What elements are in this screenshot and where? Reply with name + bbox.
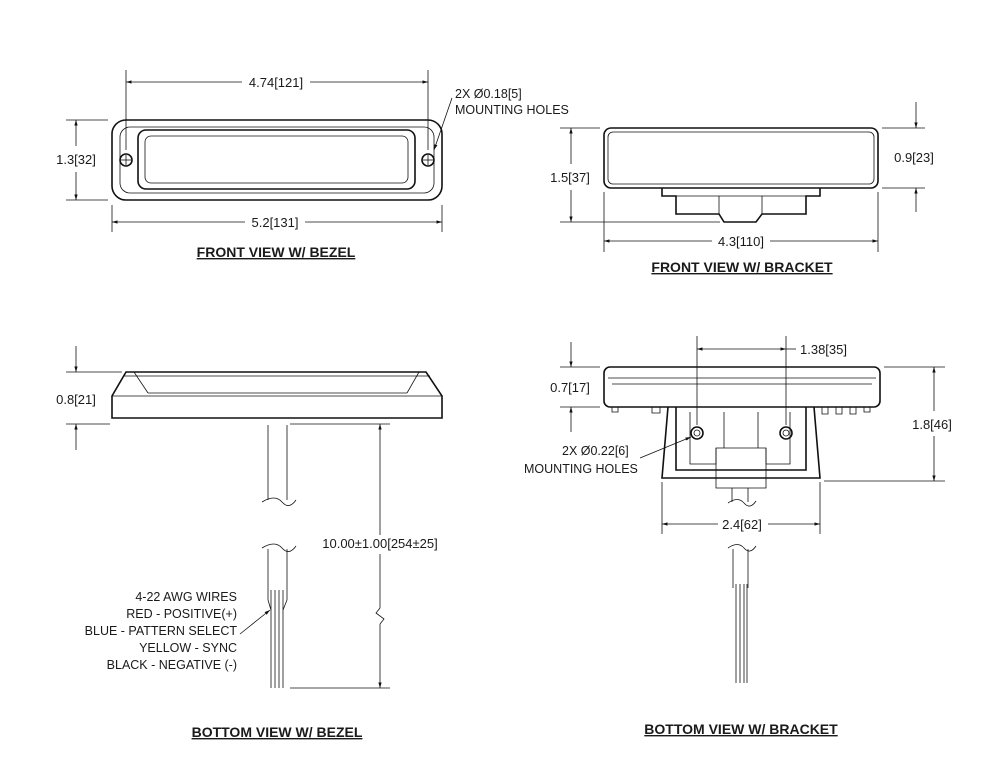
- light-body: [603, 366, 881, 408]
- dim-width: 2.4[62]: [722, 517, 762, 532]
- dim-cable-length: 10.00±1.00[254±25]: [322, 536, 437, 551]
- bracket-outline: [661, 188, 821, 223]
- front-view-bezel: 4.74[121] 5.2[131] 1.3[32] 2X Ø0.18[5] M…: [56, 70, 569, 260]
- dim-height: 1.3[32]: [56, 152, 96, 167]
- wire-note-line: YELLOW - SYNC: [139, 641, 237, 655]
- dim-hole-spacing: 1.38[35]: [800, 342, 847, 357]
- bezel-outline: [111, 119, 443, 201]
- dim-height-body: 0.9[23]: [894, 150, 934, 165]
- bezel-profile: [111, 371, 443, 419]
- lens-inner-outline: [144, 135, 409, 184]
- hole-note-line2: MOUNTING HOLES: [455, 103, 569, 117]
- hole-note-line1: 2X Ø0.22[6]: [562, 444, 629, 458]
- mounting-hole-left: [119, 153, 133, 167]
- dim-height-body: 0.7[17]: [550, 380, 590, 395]
- wire-note-line: RED - POSITIVE(+): [126, 607, 237, 621]
- view-title: BOTTOM VIEW W/ BRACKET: [644, 721, 838, 737]
- mounting-hole-left: [690, 426, 704, 440]
- mounting-hole-right: [779, 426, 793, 440]
- dim-width-inner: 4.74[121]: [249, 75, 303, 90]
- hole-note-line1: 2X Ø0.18[5]: [455, 87, 522, 101]
- view-title: FRONT VIEW W/ BEZEL: [197, 244, 356, 260]
- bracket-outline: [661, 406, 821, 479]
- dim-height: 0.8[21]: [56, 392, 96, 407]
- wire-note-line: 4-22 AWG WIRES: [135, 590, 237, 604]
- dim-height-total: 1.8[46]: [912, 417, 952, 432]
- view-title: BOTTOM VIEW W/ BEZEL: [192, 724, 363, 740]
- bottom-view-bracket: 1.38[35] 0.7[17] 1.8[46] 2.4[62] 2X Ø0.2…: [524, 336, 952, 737]
- dim-width-outer: 5.2[131]: [252, 215, 299, 230]
- wire-note-line: BLACK - NEGATIVE (-): [107, 658, 237, 672]
- lens-outline: [137, 129, 416, 190]
- wire-note-line: BLUE - PATTERN SELECT: [85, 624, 238, 638]
- mounting-hole-right: [421, 153, 435, 167]
- view-title: FRONT VIEW W/ BRACKET: [651, 259, 833, 275]
- front-view-bracket: 1.5[37] 0.9[23] 4.3[110] FRONT VIEW W/ B…: [550, 102, 934, 275]
- dim-width: 4.3[110]: [718, 234, 764, 249]
- light-body: [603, 127, 879, 189]
- dim-height-total: 1.5[37]: [550, 170, 590, 185]
- bottom-view-bezel: 0.8[21] 10.00±1.00[254±25] 4-22 AWG WIRE…: [56, 346, 443, 740]
- hole-note-line2: MOUNTING HOLES: [524, 462, 638, 476]
